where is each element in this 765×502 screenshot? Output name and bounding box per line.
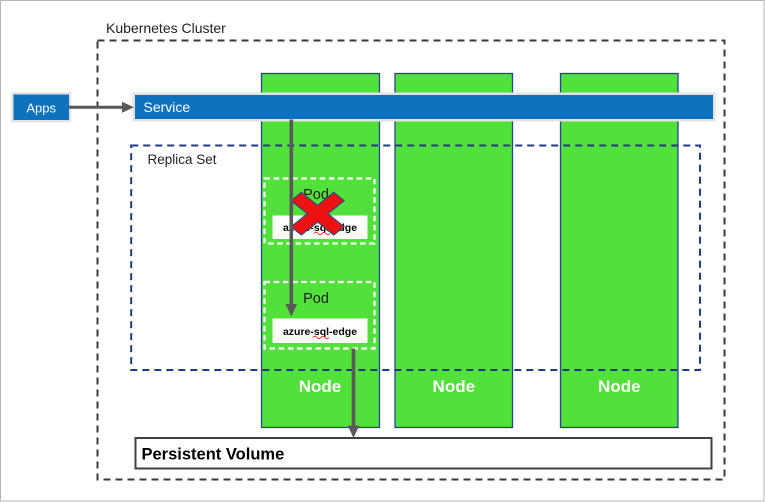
svg-text:Service: Service [144,99,191,115]
svg-text:Replica Set: Replica Set [148,152,217,167]
svg-text:Pod: Pod [303,291,329,307]
svg-text:Node: Node [598,377,641,396]
svg-text:Apps: Apps [26,101,56,116]
svg-text:Kubernetes Cluster: Kubernetes Cluster [106,20,226,36]
svg-text:Persistent Volume: Persistent Volume [142,446,285,464]
svg-text:Node: Node [433,377,476,396]
svg-text:Node: Node [299,377,342,396]
svg-text:azure-sql-edge: azure-sql-edge [283,326,357,338]
